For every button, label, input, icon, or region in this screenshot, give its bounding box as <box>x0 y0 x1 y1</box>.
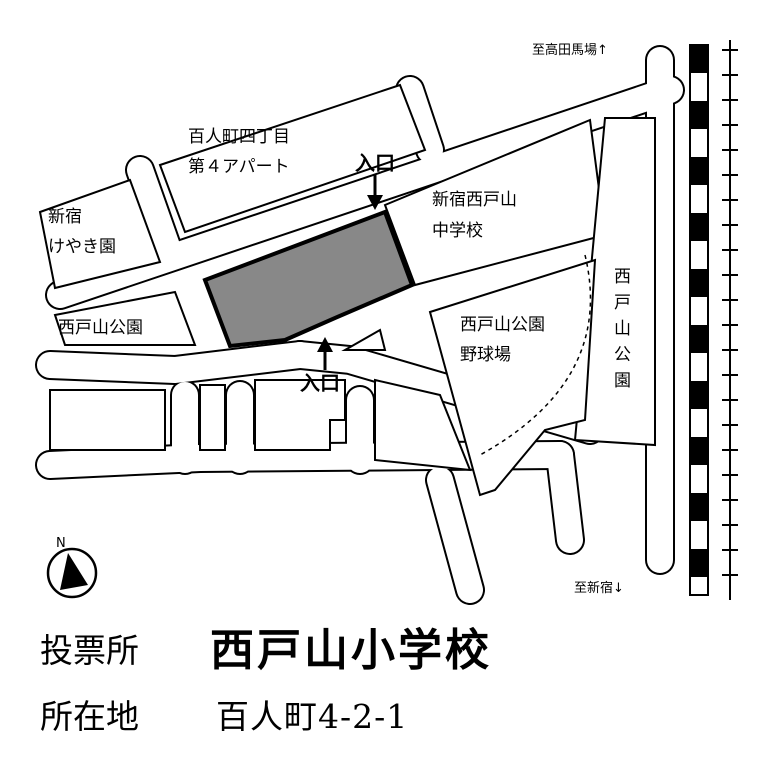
svg-text:戸: 戸 <box>614 293 631 313</box>
block-south-1 <box>49 389 166 451</box>
label-keyaki-1: 新宿 <box>48 207 82 227</box>
address-label: 所在地 <box>40 697 139 736</box>
polling-place-name: 西戸山小学校 <box>210 625 492 676</box>
label-apartment-2: 第４アパート <box>188 157 290 177</box>
address-value: 百人町4-2-1 <box>216 697 409 736</box>
label-baseball-1: 西戸山公園 <box>460 315 545 335</box>
label-entrance-bottom: 入口 <box>300 371 340 395</box>
svg-text:園: 園 <box>614 371 631 391</box>
label-park-small: 西戸山公園 <box>58 318 143 338</box>
block-south-4 <box>374 378 472 472</box>
school-building <box>202 209 415 349</box>
label-to-shinjuku: 至新宿↓ <box>574 580 624 596</box>
block-triangle <box>341 328 387 351</box>
block-south-3 <box>254 379 346 451</box>
svg-text:公: 公 <box>614 345 631 365</box>
access-map: N 百人町四丁目 第４アパート 入口 新宿西戸山 中学校 新宿 けやき園 西戸山… <box>35 40 738 605</box>
entrance-arrow-top <box>367 175 383 210</box>
block-park-small <box>53 290 197 346</box>
label-to-takadanobaba: 至高田馬場↑ <box>532 42 608 58</box>
city-blocks <box>38 83 656 497</box>
label-baseball-2: 野球場 <box>460 345 511 365</box>
entrance-arrow-bottom <box>317 337 333 370</box>
label-entrance-top: 入口 <box>355 151 395 175</box>
baseball-field-arc <box>479 254 592 456</box>
north-label: N <box>56 536 66 551</box>
label-park-vertical: 西 戸 山 公 園 <box>614 267 631 391</box>
block-keyaki <box>38 178 162 290</box>
label-jhs-1: 新宿西戸山 <box>432 190 517 210</box>
block-baseball <box>428 258 597 497</box>
polling-place-label: 投票所 <box>40 631 139 670</box>
label-apartment-1: 百人町四丁目 <box>188 127 290 147</box>
railway <box>689 40 738 600</box>
block-apartment <box>158 83 427 234</box>
block-south-2 <box>199 384 226 451</box>
label-keyaki-2: けやき園 <box>48 237 116 257</box>
north-arrow: N <box>46 536 98 599</box>
label-jhs-2: 中学校 <box>432 221 483 241</box>
svg-text:山: 山 <box>614 319 631 339</box>
svg-text:西: 西 <box>614 267 631 287</box>
